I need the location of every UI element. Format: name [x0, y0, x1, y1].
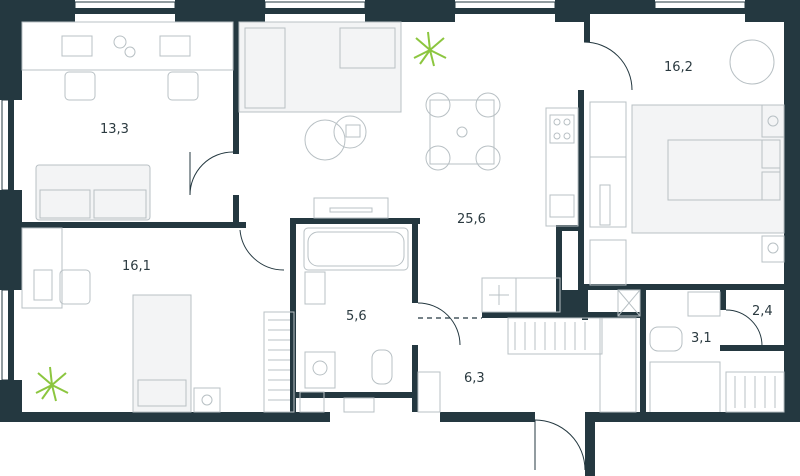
toilet-icon	[649, 326, 683, 352]
dining-table-icon	[429, 99, 495, 165]
door-swing	[583, 41, 633, 91]
room-area-hallway: 6,3	[464, 371, 485, 386]
wardrobe-icon	[589, 101, 627, 158]
room-area-master-bedroom: 16,2	[664, 60, 693, 75]
wardrobe-icon	[507, 317, 603, 355]
bathtub-icon	[303, 227, 409, 271]
living-furniture	[238, 21, 579, 313]
door-swing	[239, 229, 285, 271]
room-area-office: 13,3	[100, 122, 129, 137]
interior-walls	[14, 14, 784, 412]
room-area-storage: 2,4	[752, 304, 773, 319]
tv-stand-icon	[313, 197, 389, 219]
room-area-small-bathroom: 3,1	[691, 331, 712, 346]
chair-icon	[167, 71, 199, 101]
desk-icon	[21, 21, 234, 71]
kitchen-counter-icon	[545, 107, 579, 227]
door-swing	[189, 151, 234, 196]
door-swing	[417, 302, 461, 346]
second-bedroom-furniture	[21, 227, 295, 413]
sofa-icon	[238, 21, 402, 113]
sink-icon	[549, 194, 575, 218]
room-area-living: 25,6	[457, 212, 486, 227]
shower-icon	[649, 361, 721, 412]
toilet-icon	[371, 349, 393, 385]
doors	[189, 41, 763, 471]
master-bedroom-furniture	[589, 39, 785, 286]
chair-icon	[59, 269, 91, 305]
sofa-icon	[35, 164, 151, 221]
hallway-furniture	[507, 317, 637, 413]
washing-machine-icon	[304, 271, 326, 305]
plant-icon	[413, 31, 447, 67]
stove-icon	[549, 114, 575, 144]
sink-icon	[304, 351, 336, 389]
bed-icon	[132, 294, 192, 413]
small-bathroom-furniture	[617, 289, 785, 413]
desk-icon	[21, 227, 63, 309]
entrance-door-swing	[534, 419, 586, 471]
area-labels: 13,3 25,6 16,2 16,1 5,6 6,3 3,1 2,4	[100, 60, 773, 386]
room-area-main-bathroom: 5,6	[346, 309, 367, 324]
main-bathroom-furniture	[299, 227, 441, 413]
office-furniture	[21, 21, 234, 221]
coffee-table-icon	[304, 119, 346, 161]
bed-icon	[631, 104, 785, 234]
wardrobe-icon	[263, 311, 295, 413]
plant-icon	[35, 366, 69, 402]
door-swing	[725, 309, 763, 347]
sink-icon	[687, 291, 721, 317]
wardrobe-hatching	[268, 319, 776, 408]
room-area-second-bedroom: 16,1	[122, 259, 151, 274]
chair-icon	[64, 71, 96, 101]
armchair-icon	[729, 39, 775, 85]
